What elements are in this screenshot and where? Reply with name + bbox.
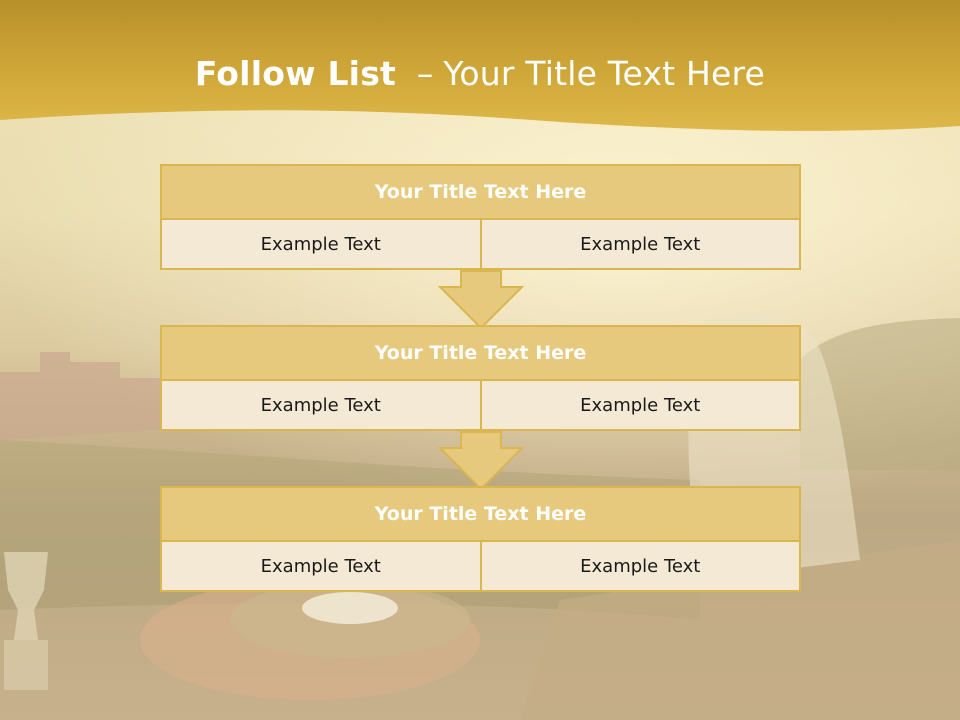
block-cell-left: Example Text [160,381,482,431]
block-title: Your Title Text Here [160,325,801,381]
slide-title: Follow List –Your Title Text Here [0,54,960,93]
down-arrow-icon [438,431,524,491]
block-title: Your Title Text Here [160,486,801,542]
block-cell-right: Example Text [481,381,801,431]
down-arrow-icon [438,270,524,330]
block-cell-left: Example Text [160,220,482,270]
block-cell-right: Example Text [481,220,801,270]
title-rest: Your Title Text Here [443,54,766,93]
block-title: Your Title Text Here [160,164,801,220]
title-bold: Follow List [194,54,397,93]
list-block-1: Your Title Text Here Example Text Exampl… [160,164,801,270]
block-row: Example Text Example Text [160,381,801,431]
list-block-3: Your Title Text Here Example Text Exampl… [160,486,801,592]
block-row: Example Text Example Text [160,542,801,592]
list-block-2: Your Title Text Here Example Text Exampl… [160,325,801,431]
title-dash: – [416,54,434,93]
block-cell-right: Example Text [481,542,801,592]
header-band [0,0,960,131]
block-row: Example Text Example Text [160,220,801,270]
block-cell-left: Example Text [160,542,482,592]
